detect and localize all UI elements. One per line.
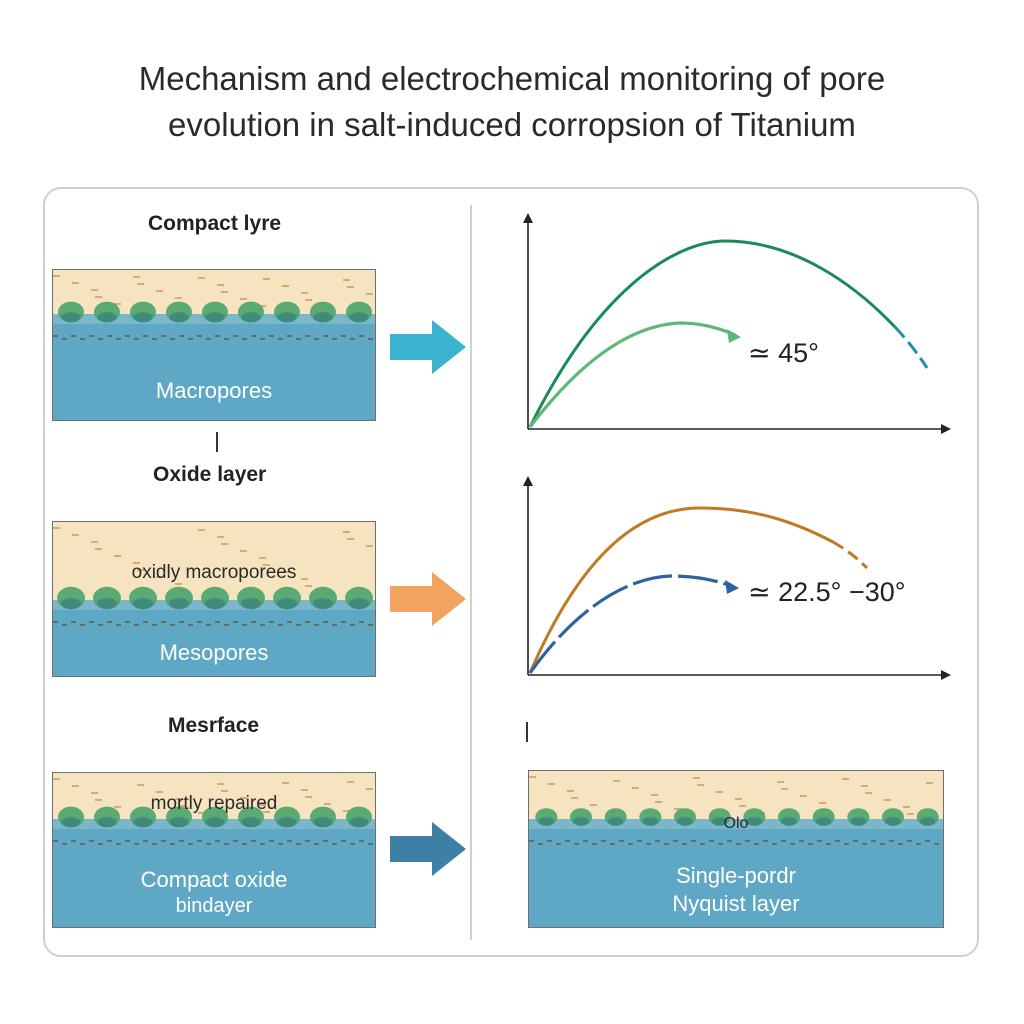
stage-3-label-line-1: Compact oxide: [140, 867, 288, 892]
stage-2-overlay-text: oxidly macroporees: [131, 562, 297, 583]
nyquist-arc-outer: [528, 239, 897, 428]
stage-2-heading: Oxide layer: [153, 463, 267, 486]
single-pore-label-line-1: Single-pordr: [676, 863, 796, 888]
nyquist-plot-2: [523, 476, 951, 680]
nyquist-arc-inner: [528, 321, 736, 428]
figure-frame: [43, 187, 979, 957]
connector-mark: [526, 722, 528, 742]
single-pore-illustration: [529, 771, 943, 927]
connector-mark: [216, 432, 218, 452]
arrow-right-icon: [390, 822, 466, 876]
nyquist-arc-outer: [528, 506, 834, 674]
stage-1-pore-illustration: [53, 270, 375, 420]
single-pore-label-line-2: Nyquist layer: [672, 891, 800, 916]
nyquist-arc-outer-tail: [832, 540, 869, 570]
stage-3-pore-panel: mortly repaired Compact oxide bindayer: [52, 772, 376, 928]
stage-1-pore-panel: Macropores: [52, 269, 376, 421]
page-title-line-1: Mechanism and electrochemical monitoring…: [138, 60, 886, 97]
nyquist-arc-outer-tail: [893, 325, 929, 369]
stage-2-pore-illustration: [53, 522, 375, 676]
stage-3-overlay-text: mortly repaired: [150, 793, 278, 814]
stage-2-label: Mesopores: [159, 640, 269, 665]
arrow-right-icon: [390, 572, 466, 626]
stage-1-heading: Compact lyre: [148, 212, 282, 235]
arrow-right-icon: [390, 320, 466, 374]
nyquist-plot-1: [523, 213, 951, 434]
stage-3-label-line-2: bindayer: [175, 895, 253, 917]
stage-1-label: Macropores: [155, 378, 273, 403]
angle-label-1: ≃ 45°: [748, 338, 819, 368]
stage-2-pore-panel: oxidly macroporees Mesopores: [52, 521, 376, 677]
stage-3-pore-illustration: [53, 773, 375, 927]
angle-label-2: ≃ 22.5° −30°: [748, 577, 906, 607]
nyquist-arc-inner: [528, 574, 732, 674]
page-title-line-2: evolution in salt-induced corropsion of …: [168, 106, 856, 143]
single-pore-panel: Olo Single-pordr Nyquist layer: [528, 770, 944, 928]
single-pore-overlay-text: Olo: [723, 815, 749, 832]
stage-3-heading: Mesrface: [168, 714, 260, 737]
column-divider: [470, 205, 472, 940]
